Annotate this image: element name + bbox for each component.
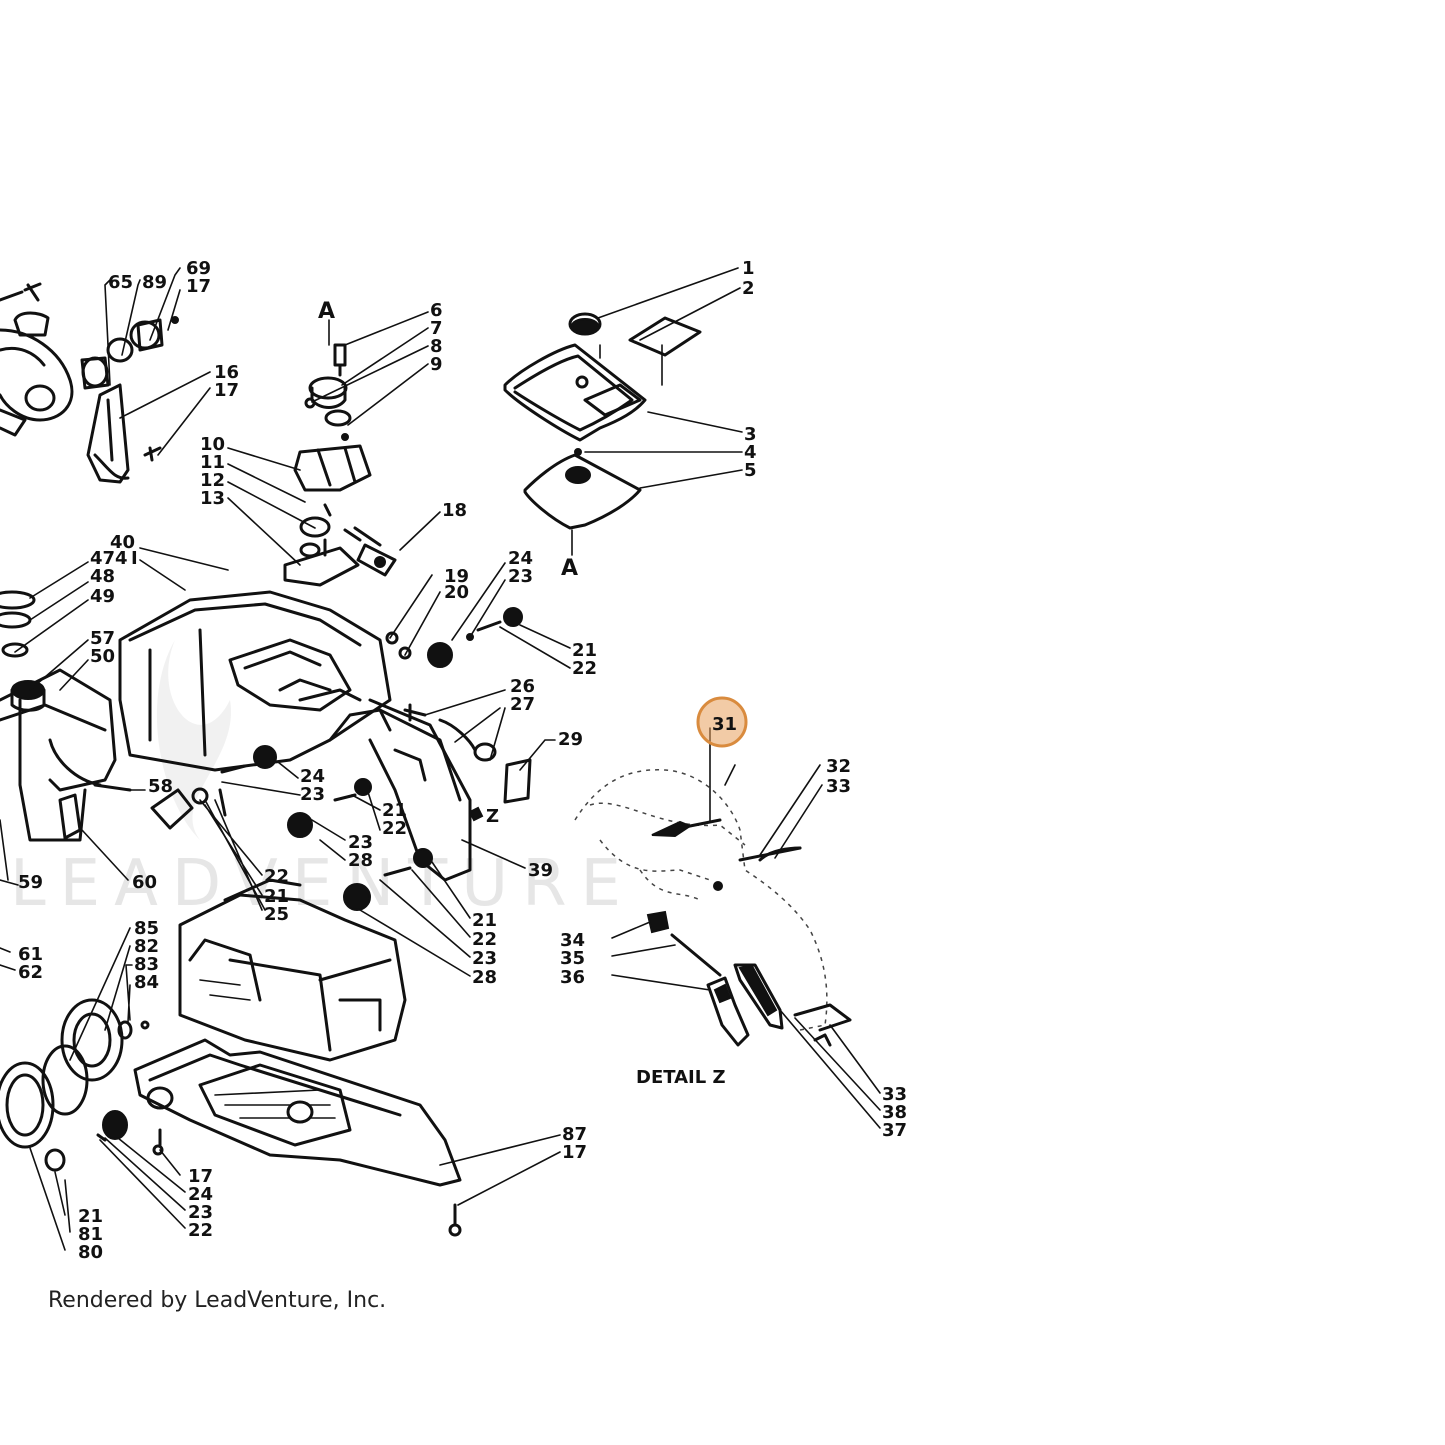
bottom-pan	[133, 1038, 462, 1237]
part-label-36[interactable]: 36	[560, 967, 585, 988]
part-label-28a[interactable]: 28	[348, 850, 373, 871]
view-marker-a-top: A	[318, 299, 335, 324]
part-label-17a[interactable]: 17	[214, 380, 239, 401]
part-labels: 1 2 3 4 5 6 7 8 9 10 11 12 13 16 17 18 1…	[18, 258, 907, 1263]
part-label-50[interactable]: 50	[90, 646, 115, 667]
top-handle-assembly	[0, 282, 74, 437]
part-label-20[interactable]: 20	[444, 582, 469, 603]
part-label-16[interactable]: 16	[214, 362, 239, 383]
part-label-59[interactable]: 59	[18, 872, 43, 893]
part-label-2[interactable]: 2	[742, 278, 755, 299]
part-label-17d[interactable]: 17	[562, 1142, 587, 1163]
part-label-48[interactable]: 48	[90, 566, 115, 587]
part-label-85[interactable]: 85	[134, 918, 159, 939]
part-label-23a[interactable]: 23	[508, 566, 533, 587]
part-label-28b[interactable]: 28	[472, 967, 497, 988]
part-label-474[interactable]: 474	[90, 548, 128, 569]
part-label-39[interactable]: 39	[528, 860, 553, 881]
part-label-24b[interactable]: 24	[300, 766, 325, 787]
part-label-19[interactable]: 19	[444, 566, 469, 587]
part-label-60[interactable]: 60	[132, 872, 157, 893]
part-label-12[interactable]: 12	[200, 470, 225, 491]
part-label-21c[interactable]: 21	[264, 886, 289, 907]
highlight-circle-31[interactable]	[696, 696, 748, 748]
part-label-49[interactable]: 49	[90, 586, 115, 607]
part-label-9[interactable]: 9	[430, 354, 443, 375]
part-label-4[interactable]: 4	[744, 442, 757, 463]
part-label-65[interactable]: 65	[108, 272, 133, 293]
part-label-23b[interactable]: 23	[300, 784, 325, 805]
part-label-32[interactable]: 32	[826, 756, 851, 777]
part-label-13[interactable]: 13	[200, 488, 225, 509]
part-label-34[interactable]: 34	[560, 930, 585, 951]
detail-z-view	[574, 769, 852, 1047]
detail-z-label: DETAIL Z	[636, 1067, 726, 1088]
air-filter-assembly	[503, 312, 702, 530]
carburetor-assembly	[283, 343, 397, 587]
view-marker-a-bottom: A	[561, 556, 578, 581]
main-housing	[118, 590, 472, 882]
part-label-23e[interactable]: 23	[188, 1202, 213, 1223]
sprocket-group	[150, 607, 532, 911]
part-label-87[interactable]: 87	[562, 1124, 587, 1145]
part-label-58[interactable]: 58	[148, 776, 173, 797]
part-label-22e[interactable]: 22	[188, 1220, 213, 1241]
part-label-83[interactable]: 83	[134, 954, 159, 975]
part-label-3[interactable]: 3	[744, 424, 757, 445]
part-label-10[interactable]: 10	[200, 434, 225, 455]
part-label-80[interactable]: 80	[78, 1242, 103, 1263]
part-label-21b[interactable]: 21	[382, 800, 407, 821]
part-label-22b[interactable]: 22	[382, 818, 407, 839]
part-label-17c[interactable]: 17	[188, 1166, 213, 1187]
part-label-23d[interactable]: 23	[472, 948, 497, 969]
footer-credit: Rendered by LeadVenture, Inc.	[48, 1288, 387, 1313]
part-label-22c[interactable]: 22	[264, 866, 289, 887]
part-label-27[interactable]: 27	[510, 694, 535, 715]
part-label-33a[interactable]: 33	[826, 776, 851, 797]
part-label-11[interactable]: 11	[200, 452, 225, 473]
part-label-35[interactable]: 35	[560, 948, 585, 969]
leader-lines	[0, 267, 881, 1251]
part-label-7[interactable]: 7	[430, 318, 443, 339]
part-label-57[interactable]: 57	[90, 628, 115, 649]
fuel-tank	[0, 590, 132, 842]
part-label-5[interactable]: 5	[744, 460, 757, 481]
part-label-6[interactable]: 6	[430, 300, 443, 321]
part-label-21e[interactable]: 21	[78, 1206, 103, 1227]
part-label-41[interactable]: I	[131, 548, 138, 569]
part-label-18[interactable]: 18	[442, 500, 467, 521]
part-label-21a[interactable]: 21	[572, 640, 597, 661]
throttle-handle	[80, 316, 179, 484]
part-label-21d[interactable]: 21	[472, 910, 497, 931]
watermark-text: LEADVENTURE	[10, 847, 635, 921]
part-label-37[interactable]: 37	[882, 1120, 907, 1141]
part-label-1[interactable]: 1	[742, 258, 755, 279]
part-label-24c[interactable]: 24	[188, 1184, 213, 1205]
part-label-22a[interactable]: 22	[572, 658, 597, 679]
part-label-69[interactable]: 69	[186, 258, 211, 279]
part-label-8[interactable]: 8	[430, 336, 443, 357]
part-label-84[interactable]: 84	[134, 972, 159, 993]
part-label-17b[interactable]: 17	[186, 276, 211, 297]
part-label-62[interactable]: 62	[18, 962, 43, 983]
part-label-24a[interactable]: 24	[508, 548, 533, 569]
part-label-22d[interactable]: 22	[472, 929, 497, 950]
part-label-89[interactable]: 89	[142, 272, 167, 293]
recoil-starter	[0, 998, 164, 1172]
part-label-81[interactable]: 81	[78, 1224, 103, 1245]
part-label-38[interactable]: 38	[882, 1102, 907, 1123]
view-marker-z: Z	[486, 806, 499, 827]
part-label-33b[interactable]: 33	[882, 1084, 907, 1105]
part-label-61[interactable]: 61	[18, 944, 43, 965]
part-label-31[interactable]: 31	[712, 714, 737, 735]
part-label-23c[interactable]: 23	[348, 832, 373, 853]
part-label-29[interactable]: 29	[558, 729, 583, 750]
part-label-82[interactable]: 82	[134, 936, 159, 957]
part-label-26[interactable]: 26	[510, 676, 535, 697]
engine-crankcase	[178, 878, 407, 1062]
part-label-25[interactable]: 25	[264, 904, 289, 925]
part-label-40[interactable]: 40	[110, 532, 135, 553]
